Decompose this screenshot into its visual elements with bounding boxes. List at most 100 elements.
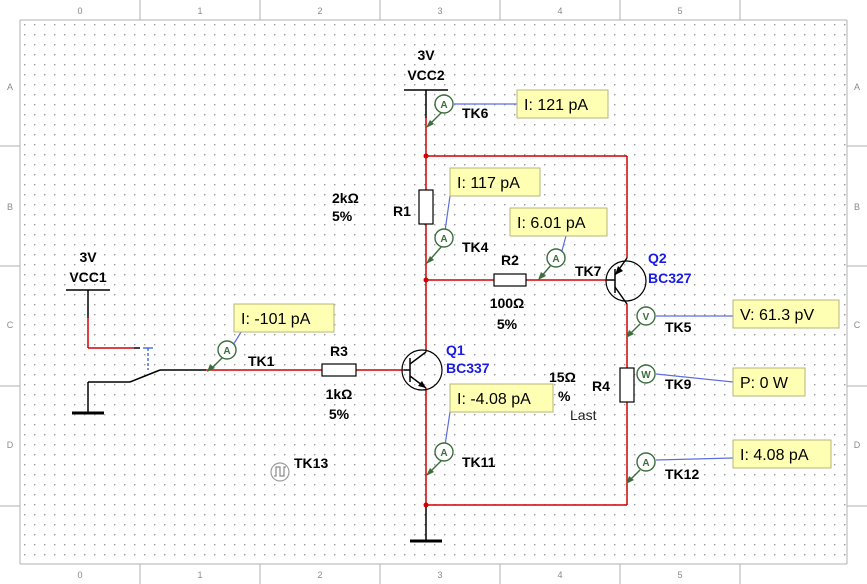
- r2-tolerance: 5%: [497, 316, 518, 332]
- vcc2-voltage: 3V: [417, 47, 435, 63]
- ruler-col-label: 1: [197, 570, 202, 580]
- probe-readout-tk1: I: -101 pA: [233, 303, 335, 333]
- ruler-row-label: D: [7, 440, 14, 450]
- probe-reading: I: 117 pA: [457, 175, 520, 192]
- ruler-col-label: 4: [557, 6, 562, 16]
- transistor-q1[interactable]: Q1 BC337: [401, 342, 490, 391]
- ruler-row-label: C: [854, 320, 861, 330]
- ammeter-icon: [434, 442, 454, 462]
- probe-readout-tk11: I: -4.08 pA: [449, 383, 554, 413]
- probe-reading: I: -4.08 pA: [457, 391, 531, 408]
- vcc1-name: VCC1: [69, 269, 107, 285]
- ruler-row-label: D: [854, 440, 861, 450]
- r4-name: R4: [592, 378, 610, 394]
- probe-readout-tk4: I: 117 pA: [449, 167, 541, 197]
- probe-reading: I: -101 pA: [241, 311, 311, 328]
- q1-name: Q1: [446, 342, 465, 358]
- probe-tk5[interactable]: V TK5: [626, 306, 692, 338]
- probe-type: A: [440, 100, 447, 111]
- ruler-col-label: 0: [77, 570, 82, 580]
- ruler-row-label: B: [7, 202, 13, 212]
- r2-value: 100Ω: [490, 295, 525, 311]
- probe-id: TK5: [665, 319, 692, 335]
- q1-model: BC337: [446, 360, 490, 376]
- r4-tolerance: %: [558, 388, 571, 404]
- voltmeter-icon: [636, 306, 656, 326]
- r2-name: R2: [501, 252, 519, 268]
- ruler-col-label: 3: [437, 570, 442, 580]
- ruler-row-label: A: [7, 82, 13, 92]
- probe-reading: I: 4.08 pA: [740, 447, 809, 464]
- wattmeter-icon: [636, 364, 656, 384]
- ruler-bottom: 0 1 2 3 4 5: [77, 570, 682, 580]
- probe-readout-tk6: I: 121 pA: [516, 89, 609, 119]
- transistor-q2[interactable]: Q2 BC327: [605, 250, 692, 305]
- probe-type: A: [223, 346, 230, 357]
- r4-extra-label: Last: [570, 407, 597, 423]
- probe-readout-tk9: P: 0 W: [732, 367, 806, 397]
- ammeter-icon: [217, 340, 237, 360]
- q2-model: BC327: [648, 270, 692, 286]
- probe-type: V: [643, 312, 650, 323]
- probe-type: A: [552, 254, 559, 265]
- resistor-r2[interactable]: R2 100Ω 5%: [490, 252, 527, 332]
- ruler-col-label: 5: [677, 6, 682, 16]
- probe-tk7[interactable]: A TK7: [538, 248, 602, 280]
- vcc2-name: VCC2: [407, 67, 445, 83]
- probe-reading: P: 0 W: [740, 375, 789, 392]
- probe-id: TK11: [462, 454, 496, 470]
- probe-reading: I: 6.01 pA: [517, 215, 586, 232]
- resistor-r4[interactable]: R4 15Ω % Last: [549, 367, 635, 423]
- resistor-r1[interactable]: R1 2kΩ 5%: [332, 189, 434, 225]
- probe-id: TK6: [462, 105, 489, 121]
- junctions: [423, 153, 429, 508]
- r1-value: 2kΩ: [332, 190, 359, 206]
- ammeter-icon: [434, 94, 454, 114]
- ruler-row-label: A: [854, 82, 860, 92]
- probe-tk1[interactable]: A TK1: [207, 340, 275, 372]
- probe-tk9[interactable]: W TK9: [636, 364, 692, 392]
- probe-id: TK9: [665, 376, 692, 392]
- ruler-col-label: 5: [677, 570, 682, 580]
- ruler-col-label: 2: [317, 6, 322, 16]
- vcc2-source[interactable]: 3V VCC2: [404, 47, 448, 91]
- probe-id: TK13: [294, 455, 328, 471]
- ruler-top: 0 1 2 3 4 5: [77, 6, 682, 16]
- ruler-col-label: 3: [437, 6, 442, 16]
- spdt-switch[interactable]: [129, 347, 161, 383]
- probe-readout-tk5: V: 61.3 pV: [732, 299, 840, 329]
- probe-tk11[interactable]: A TK11: [426, 442, 496, 476]
- probe-type: A: [440, 234, 447, 245]
- r3-value: 1kΩ: [326, 386, 353, 402]
- r1-tolerance: 5%: [332, 208, 353, 224]
- probe-reading: I: 121 pA: [524, 97, 588, 114]
- probe-tk12[interactable]: A TK12: [626, 452, 699, 484]
- probe-type: W: [641, 370, 651, 381]
- ammeter-icon: [546, 248, 566, 268]
- resistor-r3[interactable]: R3 1kΩ 5%: [321, 343, 357, 422]
- ruler-row-label: C: [7, 320, 14, 330]
- r3-name: R3: [330, 343, 348, 359]
- probe-tk4[interactable]: A TK4: [426, 228, 489, 264]
- ruler-left: A B C D: [7, 82, 14, 450]
- q2-name: Q2: [648, 250, 667, 266]
- r4-value: 15Ω: [549, 369, 576, 385]
- probe-tk13[interactable]: TK13: [270, 455, 328, 482]
- probe-tk6[interactable]: A TK6: [426, 94, 489, 128]
- probe-id: TK7: [575, 263, 602, 279]
- probe-id: TK1: [248, 353, 275, 369]
- ruler-right: A B C D: [854, 82, 861, 450]
- vcc1-source[interactable]: 3V VCC1: [66, 249, 110, 291]
- r3-tolerance: 5%: [329, 406, 350, 422]
- ruler-col-label: 4: [557, 570, 562, 580]
- vcc1-voltage: 3V: [79, 249, 97, 265]
- ammeter-icon: [636, 452, 656, 472]
- ruler-col-label: 0: [77, 6, 82, 16]
- probe-id: TK12: [665, 466, 699, 482]
- r1-name: R1: [393, 203, 411, 219]
- ruler-col-label: 2: [317, 570, 322, 580]
- probe-readout-tk7: I: 6.01 pA: [509, 207, 608, 237]
